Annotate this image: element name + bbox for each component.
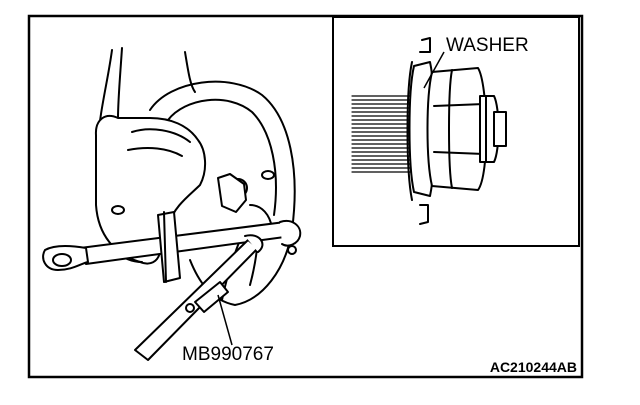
shaft-splines <box>351 95 411 173</box>
tool-label: MB990767 <box>182 344 274 365</box>
washer-label: WASHER <box>446 35 529 56</box>
tool-leader-line <box>217 294 233 346</box>
washer-leader-line <box>423 51 445 89</box>
hub-nut <box>426 67 488 191</box>
special-tool-mb990767 <box>42 211 302 361</box>
brake-disc <box>149 80 296 306</box>
figure-code: AC210244AB <box>490 359 577 375</box>
nut-washer-detail <box>351 37 507 225</box>
